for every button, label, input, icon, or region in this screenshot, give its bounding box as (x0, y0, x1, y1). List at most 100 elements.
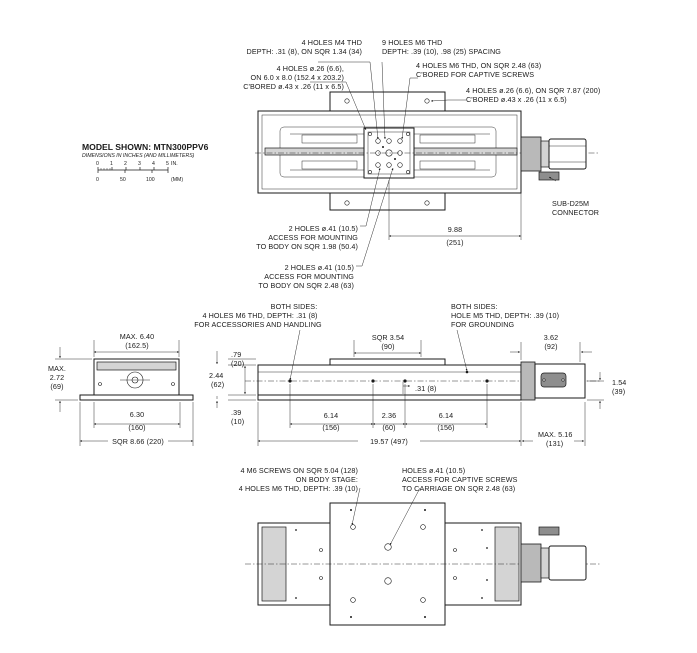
connector-label: SUB-D25M (552, 199, 589, 208)
dim-614-left: (156) (322, 423, 339, 432)
callout-041-holes-a: TO BODY ON SQR 1.98 (50.4) (256, 242, 358, 251)
scale-mm-tick: 100 (146, 177, 155, 183)
callout-041-holes-a: ACCESS FOR MOUNTING (268, 233, 358, 242)
callout-both-sides-right: BOTH SIDES: (451, 302, 498, 311)
motor-bottom (548, 545, 587, 581)
dim-244: (62) (211, 380, 224, 389)
callout-bottom-screws: ON BODY STAGE: (296, 475, 358, 484)
side-body (257, 364, 522, 396)
dim-max-272: MAX. (48, 364, 66, 373)
bottom-holes (295, 509, 488, 618)
scale-mm-tick: 0 (96, 177, 99, 183)
callout-m6-captive: 4 HOLES M6 THD, ON SQR 2.48 (63) (416, 61, 541, 70)
side-view: SQR 3.54 (90) 3.62 (92) .79 (20) 2.44 (6… (194, 302, 626, 448)
scale-in-tick: 4 (152, 161, 155, 167)
callout-both-sides-right: HOLE M5 THD, DEPTH: .39 (10) (451, 311, 559, 320)
callout-both-sides-right: FOR GROUNDING (451, 320, 514, 329)
dim-988: 9.88 (448, 225, 462, 234)
carriage-holes (368, 132, 410, 174)
dim-630: 6.30 (130, 410, 144, 419)
dim-236: 2.36 (382, 411, 396, 420)
dim-630: (160) (128, 423, 145, 432)
callout-m6-nine-holes: DEPTH: .39 (10), .98 (25) SPACING (382, 47, 501, 56)
callout-026-holes-right: C'BORED ø.43 x .26 (11 x 6.5) (466, 95, 567, 104)
callout-041-holes-b: 2 HOLES ø.41 (10.5) (285, 263, 354, 272)
connector-side (540, 372, 567, 388)
callout-041-holes-a: 2 HOLES ø.41 (10.5) (289, 224, 358, 233)
dim-max-640: MAX. 6.40 (120, 332, 154, 341)
callout-026-holes-right: 4 HOLES ø.26 (6.6), ON SQR 7.87 (200) (466, 86, 600, 95)
dim-079: (20) (231, 359, 244, 368)
callout-026-holes-left: 4 HOLES ø.26 (6.6), (277, 64, 344, 73)
dim-max-516: MAX. 5.16 (538, 430, 572, 439)
dim-614-right: (156) (437, 423, 454, 432)
model-subtitle: DIMENSIONS IN INCHES (AND MILLIMETERS) (82, 153, 195, 159)
bottom-view: 4 M6 SCREWS ON SQR 5.04 (128) ON BODY ST… (239, 466, 600, 626)
dim-236: (60) (382, 423, 395, 432)
scale-in-tick: 5 (166, 161, 169, 167)
connector-label: CONNECTOR (552, 208, 599, 217)
dim-max-272: (69) (50, 382, 63, 391)
model-legend: MODEL SHOWN: MTN300PPV6 DIMENSIONS IN IN… (82, 142, 209, 183)
scale-bar: 0 1 2 3 4 5 IN. 0 50 100 (MM) (96, 161, 183, 183)
callout-m4-holes: 4 HOLES M4 THD (302, 38, 362, 47)
dim-988: (251) (446, 238, 463, 247)
dim-1957: 19.57 (497) (370, 437, 408, 446)
dim-362: (92) (544, 342, 557, 351)
scale-in-tick: 1 (110, 161, 113, 167)
callout-both-sides-left: 4 HOLES M6 THD, DEPTH: .31 (8) (202, 311, 317, 320)
callout-bottom-screws: 4 HOLES M6 THD, DEPTH: .39 (10) (239, 484, 358, 493)
dim-244: 2.44 (209, 371, 223, 380)
dim-031: .31 (8) (415, 384, 436, 393)
motor-flange-bottom (520, 543, 542, 583)
side-holes (288, 370, 489, 383)
end-base-plate (79, 394, 194, 401)
callout-bottom-screws: 4 M6 SCREWS ON SQR 5.04 (128) (240, 466, 358, 475)
dim-sqr-354: (90) (381, 342, 394, 351)
motor-top (548, 138, 587, 170)
motor-flange-top (520, 136, 542, 172)
callout-bottom-holes: HOLES ø.41 (10.5) (402, 466, 465, 475)
top-view: 4 HOLES M4 THD DEPTH: .31 (8), ON SQR 1.… (243, 38, 600, 290)
side-carriage (329, 358, 446, 366)
scale-in-tick: 2 (124, 161, 127, 167)
scale-in-tick: 3 (138, 161, 141, 167)
dim-max-516: (131) (546, 439, 563, 448)
dim-362: 3.62 (544, 333, 558, 342)
callout-m6-nine-holes: 9 HOLES M6 THD (382, 38, 442, 47)
callout-both-sides-left: BOTH SIDES: (271, 302, 318, 311)
callout-026-holes-left: C'BORED ø.43 x .26 (11 x 6.5) (243, 82, 344, 91)
scale-in-tick: 0 (96, 161, 99, 167)
callout-026-holes-left: ON 6.0 x 8.0 (152.4 x 203.2) (251, 73, 345, 82)
callout-041-holes-b: ACCESS FOR MOUNTING (264, 272, 354, 281)
end-view: MAX. 6.40 (162.5) MAX. 2.72 (69) 6.30 (1… (48, 332, 194, 446)
side-base (257, 394, 522, 401)
dim-039: (10) (231, 417, 244, 426)
dim-614-right: 6.14 (439, 411, 453, 420)
dim-max-640: (162.5) (125, 341, 148, 350)
dim-154: 1.54 (612, 378, 626, 387)
scale-in-unit: IN. (171, 161, 178, 167)
callout-bottom-holes: ACCESS FOR CAPTIVE SCREWS (402, 475, 518, 484)
dim-154: (39) (612, 387, 625, 396)
callout-m4-holes: DEPTH: .31 (8), ON SQR 1.34 (34) (247, 47, 362, 56)
dim-079: .79 (231, 350, 241, 359)
dim-sqr-866: SQR 8.66 (220) (112, 437, 164, 446)
callout-m6-captive: C'BORED FOR CAPTIVE SCREWS (416, 70, 534, 79)
dim-614-left: 6.14 (324, 411, 338, 420)
dim-max-272: 2.72 (50, 373, 64, 382)
motor-flange-side (520, 361, 536, 401)
connector-bottom (538, 526, 560, 536)
callout-bottom-holes: TO CARRIAGE ON SQR 2.48 (63) (402, 484, 515, 493)
scale-mm-tick: 50 (120, 177, 126, 183)
dim-sqr-354: SQR 3.54 (372, 333, 404, 342)
scale-mm-unit: (MM) (171, 177, 183, 183)
connector-top (538, 171, 560, 181)
callout-041-holes-b: TO BODY ON SQR 2.48 (63) (258, 281, 354, 290)
rail-slots (301, 134, 476, 170)
callout-both-sides-left: FOR ACCESSORIES AND HANDLING (194, 320, 322, 329)
dim-039: .39 (231, 408, 241, 417)
model-title: MODEL SHOWN: MTN300PPV6 (82, 142, 209, 152)
